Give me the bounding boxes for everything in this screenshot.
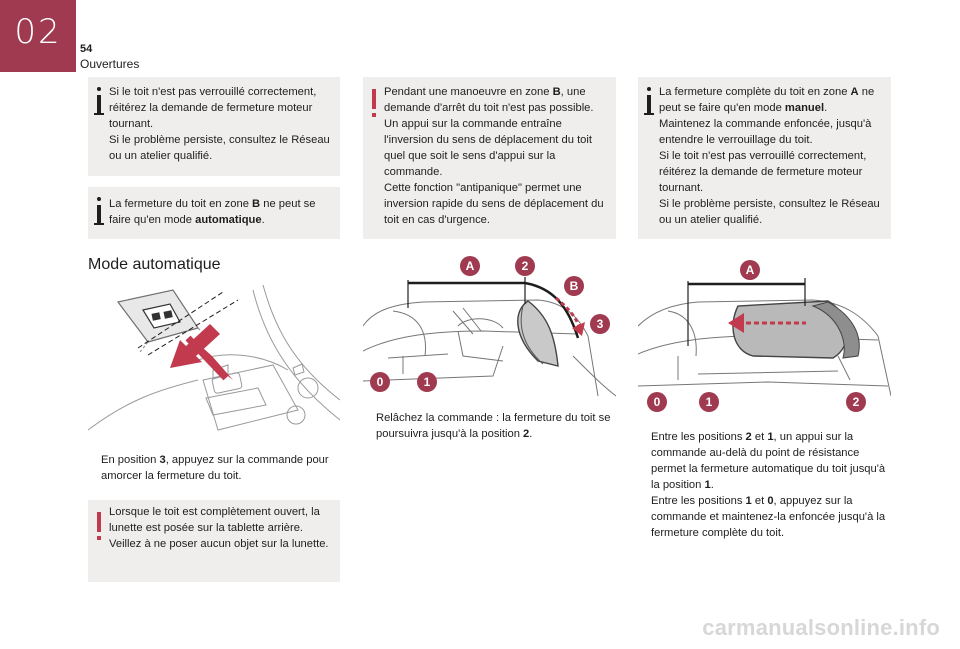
label-3: 3 <box>597 317 604 331</box>
label-1: 1 <box>424 375 431 389</box>
info-icon <box>644 87 654 117</box>
info-icon <box>94 197 104 227</box>
note3-zone: A <box>850 86 859 98</box>
label-2-badge <box>515 256 535 276</box>
page-number: 54 <box>80 43 93 55</box>
step4-pos-a: 1 <box>745 495 752 507</box>
label-2: 2 <box>853 395 860 409</box>
label-A-badge <box>740 260 760 280</box>
step3-pre: Entre les positions <box>651 431 746 443</box>
warn1-zone: B <box>552 86 561 98</box>
note2-pre: La fermeture du toit en zone <box>109 198 253 210</box>
section-title: Ouvertures <box>80 57 140 71</box>
label-A-badge <box>460 256 480 276</box>
warning-note-1: Pendant une manoeuvre en zone B, une dem… <box>363 77 616 239</box>
roof-closing-zone-b-illustration: A 2 B 3 0 1 <box>363 256 616 397</box>
warn1-line2: Un appui sur la commande entraîne l'inve… <box>384 118 592 178</box>
note3-line3: Si le toit n'est pas verrouillé correcte… <box>659 150 867 194</box>
step4-mid: et <box>751 495 768 507</box>
info-icon <box>94 87 104 117</box>
step3-pos-a: 2 <box>745 431 752 443</box>
label-1-badge <box>699 392 719 412</box>
switch-closeup <box>116 289 209 353</box>
step-between-2-and-1: Entre les positions 2 et 1, un appui sur… <box>638 429 891 541</box>
info-note-3: La fermeture complète du toit en zone A … <box>638 77 891 239</box>
step2-pre: Relâchez la commande : la fermeture du t… <box>376 412 611 440</box>
label-A: A <box>746 263 755 277</box>
step1-pos: 3 <box>159 454 166 466</box>
section-heading: Mode automatique <box>88 256 221 273</box>
label-0-badge <box>647 392 667 412</box>
note1-line1: Si le toit n'est pas verrouillé correcte… <box>109 86 317 130</box>
warning-icon <box>369 89 379 119</box>
label-2-badge <box>846 392 866 412</box>
chapter-tab: 02 <box>0 0 76 72</box>
warn1-line3: Cette fonction "antipanique" permet une … <box>384 182 604 226</box>
note3-pre: La fermeture complète du toit en zone <box>659 86 851 98</box>
label-0: 0 <box>377 375 384 389</box>
warning-icon <box>94 512 104 542</box>
bullet-icon <box>88 452 101 484</box>
label-1-badge <box>417 372 437 392</box>
step3-mid: et <box>751 431 768 443</box>
note3-post: . <box>824 102 828 114</box>
step3-end: . <box>710 479 714 491</box>
label-1: 1 <box>706 395 713 409</box>
step3-post: , un appui sur la commande au-delà du po… <box>651 431 886 491</box>
roof-closing-zone-a-illustration: A 0 1 2 <box>638 260 891 412</box>
step1-post: , appuyez sur la commande pour amorcer l… <box>101 454 329 482</box>
label-3-badge <box>590 314 610 334</box>
bullet-icon <box>638 429 651 493</box>
step-position-3: En position 3, appuyez sur la commande p… <box>88 452 340 484</box>
warn1-pre: Pendant une manoeuvre en zone <box>384 86 553 98</box>
label-0-badge <box>370 372 390 392</box>
step4-pre: Entre les positions <box>651 495 746 507</box>
label-2: 2 <box>522 259 529 273</box>
note3-line4: Si le problème persiste, consultez le Ré… <box>659 198 880 226</box>
warning-note-2: Lorsque le toit est complètement ouvert,… <box>88 500 340 582</box>
step4-pos-b: 0 <box>767 495 774 507</box>
note2-mid: ne peut se faire qu'en mode <box>109 198 316 226</box>
bullet-icon <box>363 410 376 442</box>
note3-mid: ne peut se faire qu'en mode <box>659 86 875 114</box>
warn2-text: Lorsque le toit est complètement ouvert,… <box>109 506 329 550</box>
note2-mode: automatique <box>195 214 262 226</box>
step2-pos: 2 <box>523 428 530 440</box>
note3-mode: manuel <box>784 102 825 114</box>
footer-watermark: carmanualsonline.info <box>702 615 940 640</box>
step3-pos-c: 1 <box>704 479 711 491</box>
step2-post: . <box>529 428 533 440</box>
warn1-mid: , une demande d'arrêt du toit n'est pas … <box>384 86 594 114</box>
roof-switch-illustration <box>88 284 340 431</box>
note2-zone: B <box>252 198 261 210</box>
step-release: Relâchez la commande : la fermeture du t… <box>363 410 616 442</box>
step3-pos-b: 1 <box>767 431 774 443</box>
info-note-2: La fermeture du toit en zone B ne peut s… <box>88 187 340 239</box>
label-B-badge <box>564 276 584 296</box>
info-note-1: Si le toit n'est pas verrouillé correcte… <box>88 77 340 176</box>
note2-post: . <box>261 214 265 226</box>
label-B: B <box>570 279 579 293</box>
label-0: 0 <box>654 395 661 409</box>
note1-line2: Si le problème persiste, consultez le Ré… <box>109 134 330 162</box>
note3-line2: Maintenez la commande enfoncée, jusqu'à … <box>659 118 872 146</box>
label-A: A <box>466 259 475 273</box>
closing-arrow-icon <box>555 296 581 327</box>
step4-post: , appuyez sur la commande et maintenez-l… <box>651 495 886 539</box>
bullet-icon <box>638 493 651 541</box>
step1-pre: En position <box>101 454 160 466</box>
chapter-number: 02 <box>14 12 62 52</box>
